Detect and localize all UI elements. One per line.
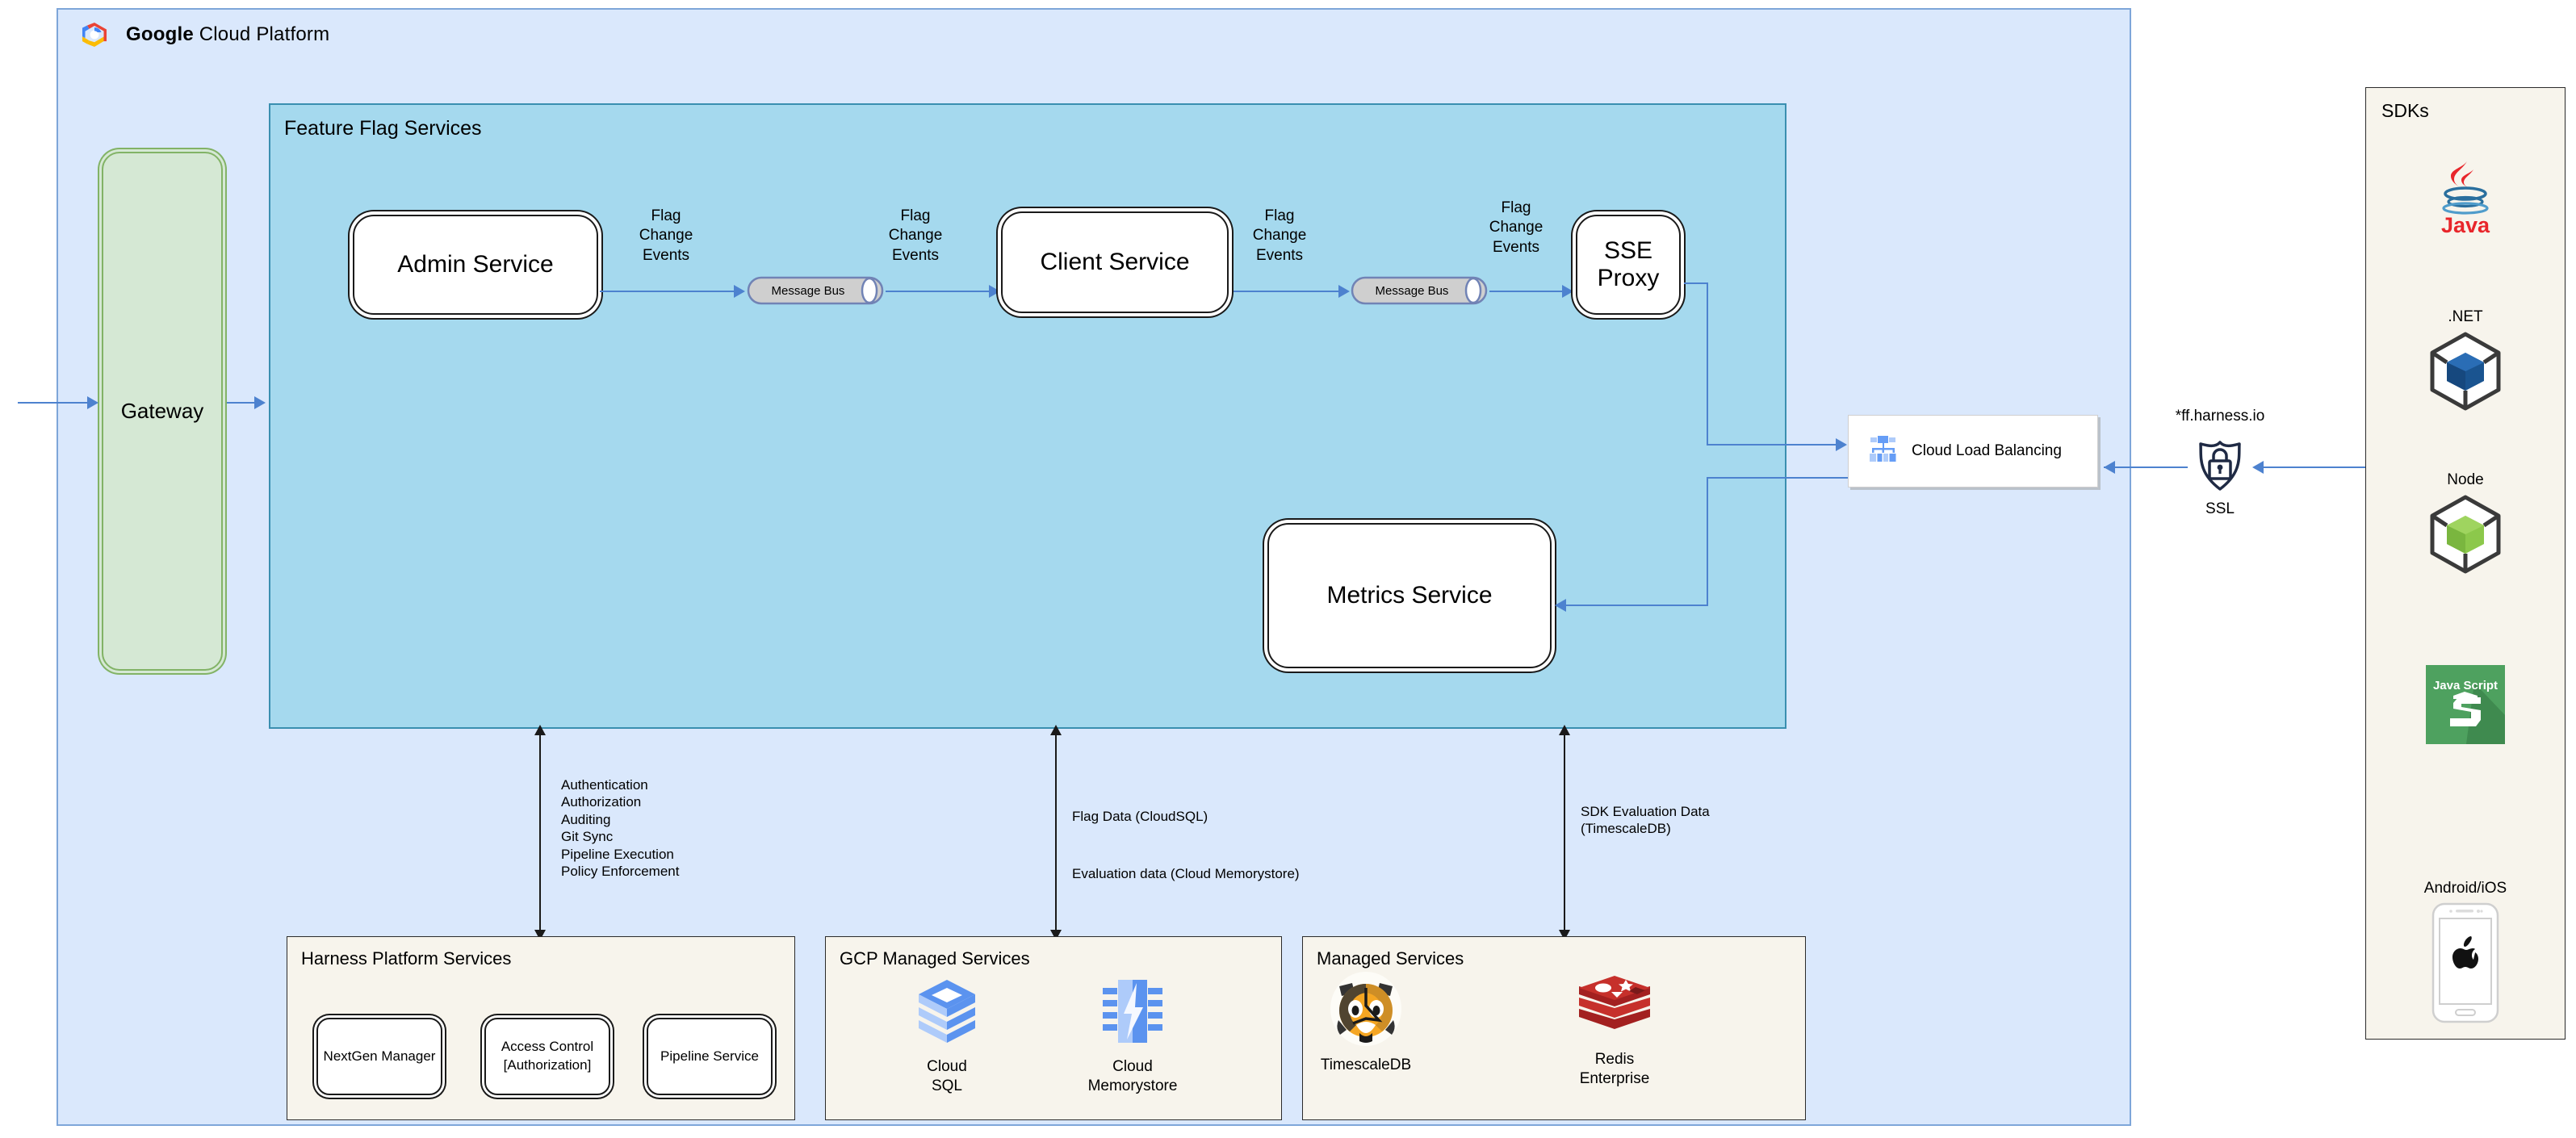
admin-service-box[interactable]: Admin Service — [353, 215, 598, 315]
lb-to-metrics-line-c — [1566, 605, 1708, 606]
feature-flag-services-title: Feature Flag Services — [284, 117, 482, 140]
message-bus-1-label: Message Bus — [771, 283, 845, 298]
feature-flag-services-panel — [269, 103, 1786, 729]
mobile-apple-icon — [2431, 902, 2499, 1023]
cloud-load-balancing-label: Cloud Load Balancing — [1912, 442, 2062, 459]
gcp-title-rest: Cloud Platform — [193, 23, 330, 45]
dotnet-cube-icon — [2430, 332, 2501, 411]
redis-enterprise-item[interactable]: Redis Enterprise — [1534, 973, 1695, 1089]
harness-platform-arrow-up — [534, 725, 546, 735]
cloud-memorystore-icon — [1103, 980, 1162, 1043]
sse-proxy-label: SSE Proxy — [1597, 236, 1660, 292]
redis-icon — [1579, 976, 1650, 1029]
gcp-title: Google Cloud Platform — [126, 23, 329, 46]
lb-to-metrics-line-a — [1707, 477, 1850, 479]
svg-text:Java: Java — [2441, 213, 2490, 236]
cloud-memorystore-item[interactable]: Cloud Memorystore — [1052, 977, 1213, 1096]
edge-label-admin-to-bus: Flag Change Events — [639, 207, 693, 264]
sdk-label-dotnet: .NET — [2448, 308, 2483, 325]
timescaledb-item[interactable]: TimescaleDB — [1285, 969, 1447, 1075]
sse-to-lb-arrowhead — [1836, 438, 1847, 451]
google-cloud-logo — [81, 21, 108, 48]
java-logo: Java — [2441, 161, 2490, 236]
inbound-arrowhead — [87, 396, 98, 409]
sdk-label-android-ios: Android/iOS — [2423, 880, 2507, 897]
ssl-label: SSL — [2205, 500, 2235, 517]
ssl-shield-lock-icon — [2193, 438, 2247, 497]
cloud-sql-label: Cloud SQL — [927, 1058, 967, 1094]
nextgen-manager-box[interactable]: NextGen Manager — [316, 1018, 442, 1095]
message-bus-2-label: Message Bus — [1375, 283, 1449, 298]
sdk-item-node[interactable]: Node — [2365, 471, 2566, 575]
gcp-data-arrow-line — [1055, 734, 1057, 936]
sse-to-lb-line-c — [1707, 444, 1836, 446]
ssl-to-lb-arrowhead — [2104, 461, 2115, 474]
message-bus-2[interactable]: Message Bus — [1351, 276, 1488, 305]
cloud-memorystore-label: Cloud Memorystore — [1087, 1058, 1178, 1094]
edge-label-client-to-bus2: Flag Change Events — [1252, 207, 1307, 264]
admin-to-bus-arrowhead — [734, 285, 745, 298]
gcp-data-note: Flag Data (CloudSQL) Evaluation data (Cl… — [1072, 809, 1300, 882]
bus-to-client-line — [886, 291, 989, 292]
managed-services-title: Managed Services — [1317, 948, 1464, 969]
client-service-label: Client Service — [1040, 248, 1190, 275]
edge-label-bus-to-client: Flag Change Events — [888, 207, 943, 264]
bus2-to-sse-arrowhead — [1562, 285, 1573, 298]
gateway-label: Gateway — [120, 398, 204, 423]
inbound-connector-line — [18, 402, 87, 404]
sse-proxy-box[interactable]: SSE Proxy — [1576, 215, 1681, 315]
metrics-service-label: Metrics Service — [1326, 581, 1493, 609]
cloud-sql-icon — [919, 980, 975, 1043]
node-cube-icon — [2430, 495, 2501, 574]
managed-data-arrow-line — [1564, 734, 1565, 936]
cloud-sql-item[interactable]: Cloud SQL — [866, 977, 1028, 1096]
sdk-item-android-ios[interactable]: Android/iOS — [2365, 880, 2566, 1023]
managed-data-arrow-up — [1559, 725, 1570, 735]
admin-to-bus-line — [600, 291, 734, 292]
bus2-to-sse-line — [1489, 291, 1562, 292]
sdk-item-dotnet[interactable]: .NET — [2365, 308, 2566, 412]
cloud-load-balancing-card[interactable]: Cloud Load Balancing — [1848, 415, 2098, 487]
sdk-item-javascript[interactable]: Java Script — [2365, 665, 2566, 749]
gcp-managed-services-panel — [825, 936, 1282, 1120]
message-bus-1[interactable]: Message Bus — [747, 276, 884, 305]
redis-enterprise-label: Redis Enterprise — [1579, 1051, 1650, 1087]
harness-platform-arrow-line — [539, 734, 541, 936]
cloud-load-balancing-icon — [1866, 433, 1900, 471]
sdk-to-ssl-line — [2260, 466, 2370, 468]
gcp-managed-services-title: GCP Managed Services — [840, 948, 1030, 969]
timescaledb-label: TimescaleDB — [1320, 1056, 1412, 1073]
harness-platform-note: Authentication Authorization Auditing Gi… — [561, 777, 680, 880]
ssl-domain-label: *ff.harness.io — [2175, 408, 2265, 425]
sse-to-lb-line-b — [1707, 282, 1708, 444]
ssl-to-lb-line — [2104, 466, 2188, 468]
edge-label-bus2-to-sse: Flag Change Events — [1489, 199, 1544, 256]
gcp-data-arrow-up — [1050, 725, 1062, 735]
sdk-to-ssl-arrowhead — [2252, 461, 2264, 474]
lb-to-metrics-arrowhead — [1555, 599, 1566, 612]
lb-to-metrics-line-b — [1707, 477, 1708, 605]
gcp-header: Google Cloud Platform — [81, 21, 329, 48]
client-to-bus2-line — [1234, 291, 1338, 292]
client-to-bus2-arrowhead — [1338, 285, 1350, 298]
admin-service-label: Admin Service — [397, 250, 554, 278]
client-service-box[interactable]: Client Service — [1001, 211, 1229, 313]
access-control-box[interactable]: Access Control [Authorization] — [484, 1018, 610, 1095]
svg-text:Java Script: Java Script — [2433, 679, 2498, 692]
gateway-to-ffs-arrowhead — [254, 396, 266, 409]
harness-platform-services-title: Harness Platform Services — [301, 948, 512, 969]
pipeline-service-box[interactable]: Pipeline Service — [647, 1018, 773, 1095]
metrics-service-box[interactable]: Metrics Service — [1267, 523, 1552, 668]
javascript-logo: Java Script — [2426, 665, 2505, 744]
managed-data-note: SDK Evaluation Data (TimescaleDB) — [1581, 804, 1710, 837]
gateway-to-ffs-line — [227, 402, 254, 404]
gcp-title-bold: Google — [126, 23, 194, 45]
gateway-box[interactable]: Gateway — [102, 152, 223, 671]
timescaledb-tiger-icon — [1330, 972, 1401, 1046]
sdk-label-node: Node — [2447, 471, 2484, 488]
sdks-title: SDKs — [2381, 100, 2429, 121]
sse-to-lb-line-a — [1684, 282, 1707, 284]
bus-to-client-arrowhead — [989, 285, 1000, 298]
sdk-item-java[interactable]: Java — [2365, 158, 2566, 241]
